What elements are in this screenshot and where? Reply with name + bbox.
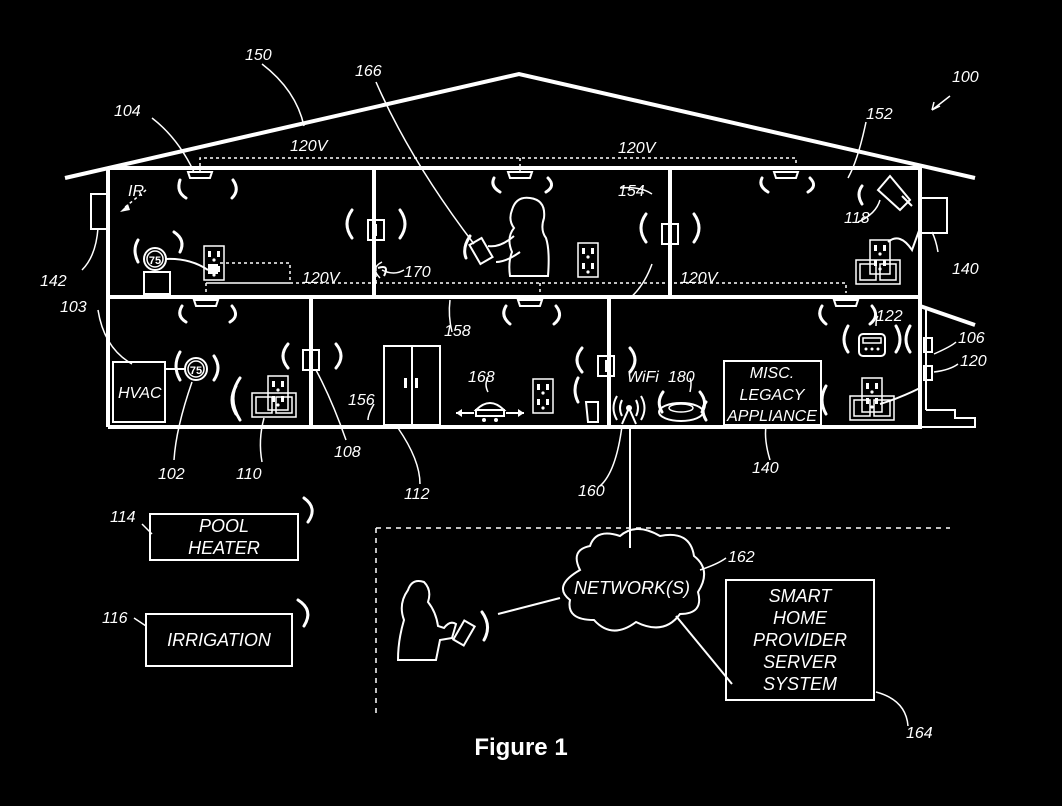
- upper-left-room: [120, 190, 386, 294]
- pool-label-1: POOL: [199, 516, 249, 536]
- remote-user: [398, 581, 456, 660]
- ref-164: 164: [906, 725, 933, 742]
- outside-device-left: [91, 194, 108, 229]
- outside-device-right: [920, 198, 947, 233]
- voltage-1: 120V: [290, 138, 329, 155]
- voltage-4: 120V: [680, 270, 719, 287]
- network-area: [376, 426, 950, 716]
- ref-112: 112: [404, 486, 430, 503]
- voltage-2: 120V: [618, 140, 657, 157]
- irrigation-label: IRRIGATION: [167, 630, 272, 650]
- ref-104: 104: [114, 103, 141, 120]
- ref-152: 152: [866, 106, 893, 123]
- ref-103: 103: [60, 299, 87, 316]
- network-label: NETWORK(S): [574, 578, 690, 598]
- server-label-5: SYSTEM: [763, 674, 837, 694]
- person-with-device: [465, 198, 549, 276]
- ref-156: 156: [348, 392, 375, 409]
- roof: [65, 74, 975, 178]
- ref-120: 120: [960, 353, 987, 370]
- thermostat-reading-lower: 75: [190, 365, 202, 377]
- ir-label: IR: [128, 183, 144, 200]
- ref-114: 114: [110, 509, 136, 526]
- upper-right-room: [859, 176, 912, 210]
- ceiling-lights: [179, 172, 876, 324]
- ref-108: 108: [334, 444, 361, 461]
- ref-158: 158: [444, 323, 471, 340]
- wall-switches: [283, 210, 699, 376]
- ref-180: 180: [668, 369, 695, 386]
- legacy-label-1: MISC.: [750, 365, 794, 382]
- ref-154: 154: [618, 183, 645, 200]
- ref-100: 100: [952, 69, 979, 86]
- ref-116: 116: [102, 610, 128, 627]
- ref-170: 170: [404, 264, 431, 281]
- ref-102: 102: [158, 466, 185, 483]
- pool-label-2: HEATER: [188, 538, 260, 558]
- hvac-label: HVAC: [118, 385, 162, 402]
- ref-140-right: 140: [952, 261, 979, 278]
- ref-150: 150: [245, 47, 272, 64]
- ref-110: 110: [236, 466, 262, 483]
- voltage-3: 120V: [302, 270, 341, 287]
- legacy-label-2: LEGACY: [740, 387, 806, 404]
- server-label-1: SMART: [769, 586, 834, 606]
- ref-140-bottom: 140: [752, 460, 779, 477]
- ref-106: 106: [958, 330, 985, 347]
- wifi-label: WiFi: [627, 369, 659, 386]
- ref-142: 142: [40, 273, 67, 290]
- server-label-2: HOME: [773, 608, 828, 628]
- legacy-label-3: APPLIANCE: [726, 408, 817, 425]
- ref-166: 166: [355, 63, 382, 80]
- ref-162: 162: [728, 549, 755, 566]
- ref-168: 168: [468, 369, 495, 386]
- ref-118: 118: [844, 210, 870, 227]
- server-label-4: SERVER: [763, 652, 837, 672]
- ref-160: 160: [578, 483, 605, 500]
- figure-title: Figure 1: [474, 734, 567, 761]
- ref-122: 122: [876, 308, 903, 325]
- thermostat-reading-upper: 75: [149, 255, 161, 267]
- porch-roof: [920, 306, 975, 325]
- steps: [922, 410, 975, 427]
- server-label-3: PROVIDER: [753, 630, 847, 650]
- text-labels: 150 166 100 104 152 120V 120V IR 154 118…: [40, 47, 987, 761]
